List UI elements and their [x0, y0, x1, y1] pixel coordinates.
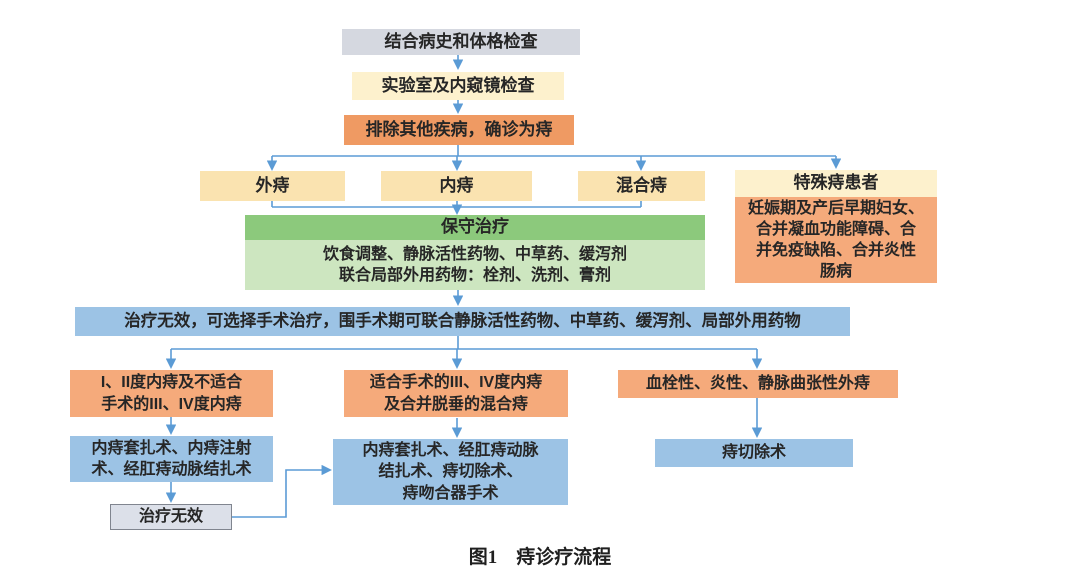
node-internal-hemorrhoid: 内痔	[381, 171, 532, 201]
node-history-physical-exam: 结合病史和体格检查	[342, 29, 580, 55]
node-confirm-diagnosis: 排除其他疾病，确诊为痔	[344, 115, 574, 145]
node-indication-external-types: 血栓性、炎性、静脉曲张性外痔	[618, 370, 898, 398]
node-special-patients-header: 特殊痔患者	[735, 170, 937, 197]
node-procedure-hemorrhoidectomy: 痔切除术	[655, 439, 853, 467]
node-procedure-surgical-options: 内痔套扎术、经肛痔动脉 结扎术、痔切除术、 痔吻合器手术	[333, 439, 568, 505]
node-indication-grade12-internal: I、II度内痔及不适合 手术的III、IV度内痔	[70, 370, 273, 417]
node-treatment-ineffective: 治疗无效	[110, 504, 232, 530]
node-surgery-decision-note: 治疗无效，可选择手术治疗，围手术期可联合静脉活性药物、中草药、缓泻剂、局部外用药…	[75, 307, 850, 336]
node-procedure-banding-injection: 内痔套扎术、内痔注射 术、经肛痔动脉结扎术	[70, 436, 273, 482]
node-lab-endoscopy-exam: 实验室及内窥镜检查	[352, 72, 564, 100]
node-conservative-treatment-body: 饮食调整、静脉活性药物、中草药、缓泻剂 联合局部外用药物：栓剂、洗剂、膏剂	[245, 240, 705, 290]
node-mixed-hemorrhoid: 混合痔	[578, 171, 705, 201]
node-special-patients-body: 妊娠期及产后早期妇女、 合并凝血功能障碍、合 并免疫缺陷、合并炎性 肠病	[735, 197, 937, 283]
node-conservative-treatment-header: 保守治疗	[245, 215, 705, 240]
node-indication-surgical-internal: 适合手术的III、IV度内痔 及合并脱垂的混合痔	[344, 370, 568, 417]
figure-caption: 图1 痔诊疗流程	[468, 547, 612, 568]
node-external-hemorrhoid: 外痔	[200, 171, 345, 201]
